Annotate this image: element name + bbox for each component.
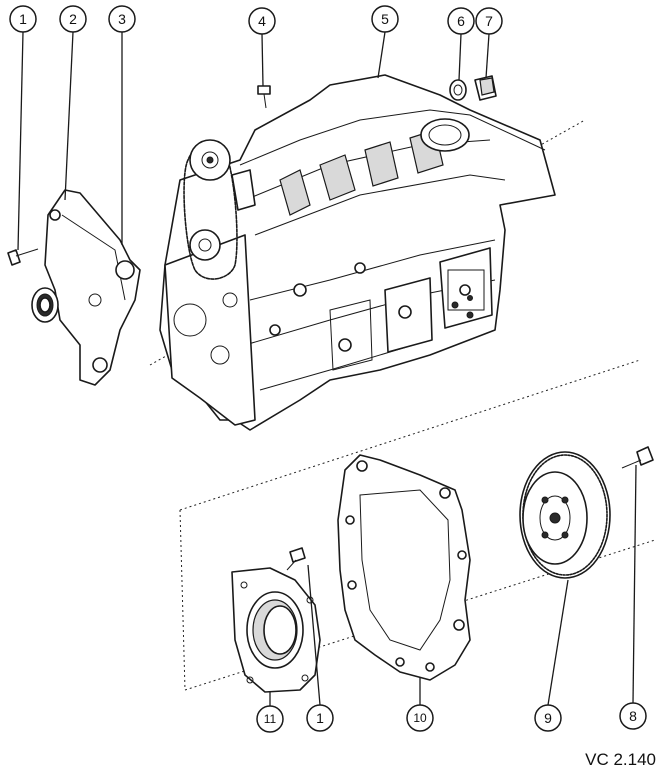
adapter-plate xyxy=(337,454,471,681)
timing-cover xyxy=(44,189,141,386)
engine-block xyxy=(149,74,656,691)
rear-seal-housing xyxy=(231,567,321,693)
callout-1-bottom: 1 xyxy=(306,704,334,732)
callout-7: 7 xyxy=(475,7,503,35)
callout-label: 9 xyxy=(544,710,552,726)
callout-5: 5 xyxy=(371,5,399,33)
callout-label: 11 xyxy=(264,712,277,726)
callout-2: 2 xyxy=(59,5,87,33)
callout-label: 4 xyxy=(258,13,266,29)
callout-label: 1 xyxy=(19,11,27,27)
callout-6: 6 xyxy=(447,7,475,35)
bolt-rear-housing xyxy=(286,547,306,571)
callout-label: 6 xyxy=(457,13,465,29)
bolt-4 xyxy=(257,85,271,109)
callout-label: 3 xyxy=(118,11,126,27)
callout-label: 8 xyxy=(629,708,637,724)
callout-label: 2 xyxy=(69,11,77,27)
callout-3: 3 xyxy=(108,5,136,33)
figure-reference: VC 2.140 xyxy=(585,750,656,769)
callout-8: 8 xyxy=(619,702,647,730)
front-seal xyxy=(31,287,59,323)
callout-4: 4 xyxy=(248,7,276,35)
callout-9: 9 xyxy=(534,704,562,732)
callout-10: 10 xyxy=(406,704,434,732)
flywheel-bolt xyxy=(621,446,654,469)
washer-6 xyxy=(449,79,467,101)
callout-1-top: 1 xyxy=(9,5,37,33)
bolt-front-cover xyxy=(7,248,39,266)
plug-7 xyxy=(474,75,497,101)
callout-label: 7 xyxy=(485,13,493,29)
callout-11: 11 xyxy=(256,705,284,733)
leader-lines xyxy=(17,31,637,706)
callout-label: 10 xyxy=(413,711,427,725)
callout-label: 1 xyxy=(316,710,324,726)
flywheel xyxy=(519,451,611,579)
callout-label: 5 xyxy=(381,11,389,27)
